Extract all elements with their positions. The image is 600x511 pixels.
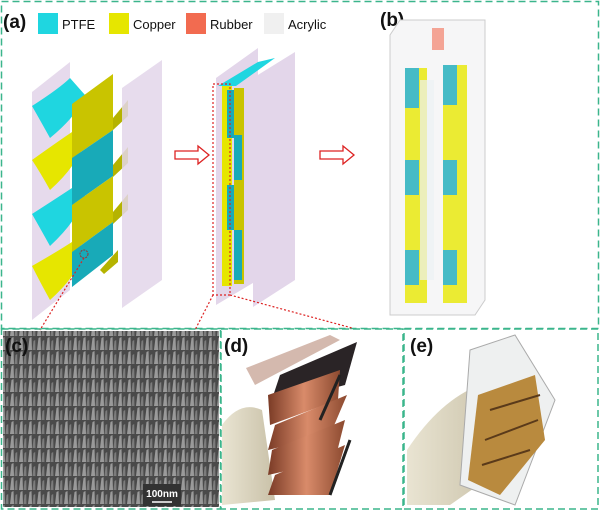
copper-sheet	[268, 395, 347, 450]
exploded-assembly	[32, 60, 162, 320]
panel-label-d: (d)	[224, 336, 248, 357]
legend-label-rubber: Rubber	[210, 17, 253, 32]
stacked-assembly	[212, 48, 295, 307]
scale-bar-label: 100nm	[146, 489, 178, 500]
panel-d-frame	[220, 328, 404, 510]
legend: PTFE Copper Rubber Acrylic	[38, 13, 327, 34]
ptfe-fin	[32, 186, 85, 246]
acrylic-plate-front	[253, 52, 295, 307]
device-photo-d	[222, 335, 357, 505]
ptfe-band	[443, 65, 457, 105]
copper-fins	[468, 375, 545, 495]
panel-label-a: (a)	[3, 12, 26, 33]
ptfe-strip	[234, 230, 242, 280]
legend-label-ptfe: PTFE	[62, 17, 96, 32]
copper-fin	[32, 240, 85, 300]
ptfe-strip	[227, 90, 235, 138]
copper-fin	[32, 130, 85, 190]
device-photo-e	[407, 334, 556, 506]
legend-swatch-ptfe	[38, 13, 58, 34]
ptfe-band	[405, 160, 419, 195]
arrow-right-icon	[319, 144, 356, 166]
copper-sheet	[268, 445, 345, 495]
acrylic-plate-right	[122, 60, 162, 308]
ptfe-band	[443, 160, 457, 195]
ptfe-strip	[234, 135, 242, 180]
acrylic-frame	[246, 335, 340, 385]
ptfe-segment	[72, 222, 113, 287]
ptfe-fin	[32, 78, 85, 138]
panel-label-e: (e)	[410, 336, 433, 357]
zoom-rectangle	[212, 83, 231, 296]
copper-segment	[72, 176, 113, 252]
rubber-block	[432, 28, 444, 50]
sem-image	[3, 331, 219, 507]
ptfe-band	[405, 250, 419, 285]
copper-sheet	[268, 370, 340, 425]
gloved-hand	[222, 407, 275, 505]
panel-label-c: (c)	[5, 336, 28, 357]
arrow-right-icon	[174, 144, 211, 166]
ptfe-strip	[227, 185, 235, 230]
scale-bar-box	[143, 484, 181, 506]
legend-swatch-acrylic	[264, 13, 284, 34]
ptfe-fin	[218, 58, 275, 86]
copper-strip	[234, 88, 244, 284]
acrylic-box-front	[389, 19, 486, 316]
legend-swatch-rubber	[186, 13, 206, 34]
acrylic-divider	[420, 80, 434, 280]
ptfe-band	[443, 250, 457, 285]
copper-flap	[100, 250, 118, 274]
ptfe-segment	[72, 130, 113, 205]
ptfe-band	[405, 68, 419, 108]
legend-label-copper: Copper	[133, 17, 176, 32]
box-assembly	[389, 19, 486, 316]
legend-swatch-copper	[109, 13, 129, 34]
legend-label-acrylic: Acrylic	[288, 17, 327, 32]
connector-line	[229, 294, 353, 329]
connector-line	[194, 294, 214, 331]
